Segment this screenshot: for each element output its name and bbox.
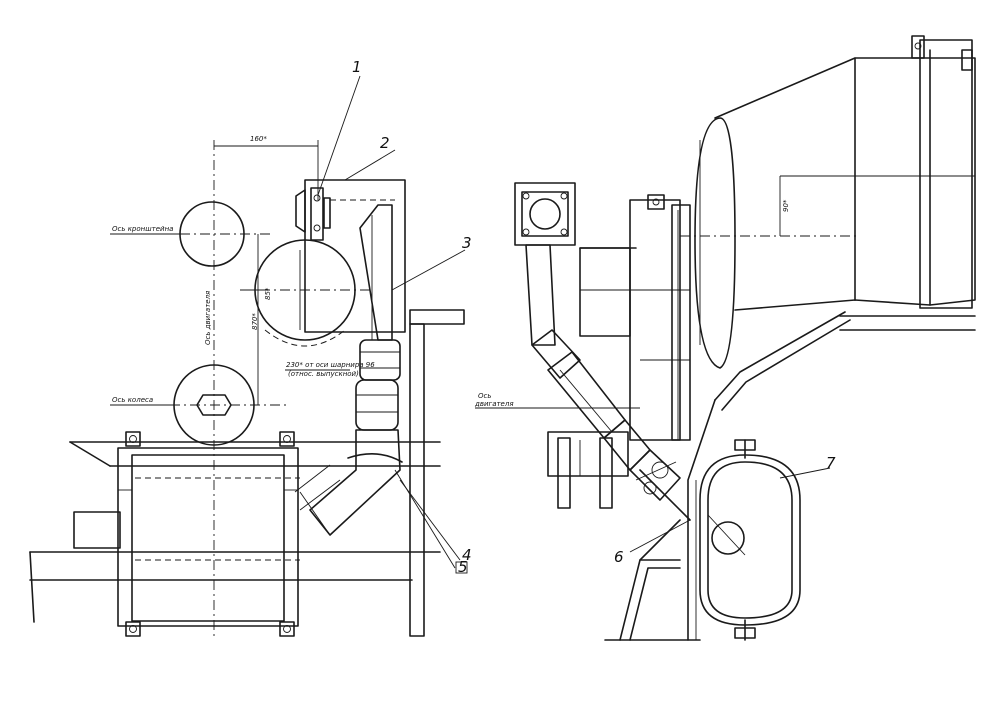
note-offset-2: (относ. выпускной)	[288, 370, 359, 378]
dim-right: 90*	[782, 199, 790, 212]
leader-lines	[317, 75, 468, 574]
chassis-frame	[29, 441, 441, 623]
dim-vertical-small: 85*	[264, 287, 272, 300]
callout-3: 3	[462, 234, 472, 252]
right-axis: Ось двигателя 90*	[474, 199, 790, 409]
callout-7: 7	[826, 454, 836, 472]
exhaust-pipe	[355, 204, 401, 431]
cross-bracket	[547, 431, 629, 509]
mount-bolts	[125, 431, 295, 637]
right-view: Ось двигателя 90*	[474, 35, 976, 641]
right-exhaust-pipe	[525, 244, 691, 521]
note-offset: 230* от оси шарнира 96	[286, 361, 375, 369]
callout-6: 6	[614, 548, 624, 566]
pipe-elbow	[294, 429, 403, 536]
support-post	[400, 309, 465, 637]
muffler-body	[73, 447, 300, 627]
muffler-tank	[699, 439, 801, 641]
left-view: 1 2 3 4 5 160* Ось кронштейна Ось колеса…	[29, 58, 472, 640]
center-lines	[110, 140, 370, 640]
dim-vertical-main: 870*	[251, 313, 259, 330]
axis-right-label-2: двигателя	[474, 400, 514, 408]
callout-4: 4	[462, 546, 472, 564]
callout-5: 5	[458, 558, 468, 576]
axis-right-label: Ось	[478, 392, 491, 400]
body-shell	[680, 35, 976, 331]
callout-2: 2	[380, 134, 390, 152]
callout-1: 1	[352, 58, 362, 76]
exhaust-flange	[295, 179, 406, 333]
inlet-flange	[514, 182, 576, 246]
axis-upper-wheel-label: Ось кронштейна	[112, 225, 173, 233]
frame-rail	[579, 194, 691, 441]
dim-top: 160*	[250, 135, 267, 143]
rear-wheel	[694, 117, 736, 369]
axis-vertical-label: Ось двигателя	[204, 291, 212, 345]
axis-lower-wheel-label: Ось колеса	[112, 396, 153, 404]
right-leaders	[629, 467, 831, 553]
muffler-strap	[604, 311, 851, 641]
